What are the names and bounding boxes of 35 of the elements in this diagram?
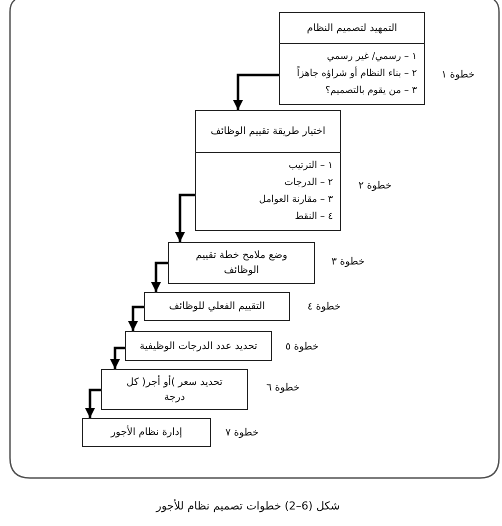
box-label: تحديد سعر )أو أجر( كل درجة <box>125 374 224 404</box>
process-box <box>82 418 211 447</box>
list-item: ٢ – الدرجات <box>284 176 333 190</box>
step-label: خطوة ٧ <box>225 428 259 438</box>
list-item: ٣ – من يقوم بالتصميم؟ <box>325 84 417 98</box>
arrow <box>233 74 279 110</box>
list-item: ١ – رسمي/ غير رسمي <box>326 50 417 64</box>
step-label: خطوة ٦ <box>266 382 300 394</box>
box-label: تحديد عدد الدرجات الوظيفية <box>140 340 258 354</box>
step-label: خطوة ٤ <box>307 302 341 312</box>
box-label: إدارة نظام الأجور <box>110 425 182 440</box>
arrow <box>110 346 125 369</box>
list-item: ٤ – النقط <box>294 210 333 224</box>
arrow <box>85 388 101 418</box>
list-item: ٣ – مقارنة العوامل <box>259 194 333 206</box>
arrow <box>175 194 195 242</box>
arrow <box>128 306 144 331</box>
process-box <box>144 292 290 321</box>
arrow <box>151 262 168 292</box>
step-label: خطوة ٣ <box>331 256 365 268</box>
process-box <box>101 369 248 410</box>
box-heading: التمهيد لتصميم النظام <box>306 22 398 36</box>
step-label: خطوة ٥ <box>285 342 319 352</box>
list-item: ١ – الترتيب <box>288 160 333 172</box>
box-label: وضع ملامح خطة تقييم الوظائف <box>194 249 288 278</box>
process-box <box>195 110 341 231</box>
box-label: التقييم الفعلي للوظائف <box>169 300 265 314</box>
step-label: خطوة ٢ <box>358 180 392 192</box>
figure-caption: شكل (6–2) خطوات تصميم نظام للأجور <box>156 500 340 512</box>
process-box <box>168 242 315 284</box>
box-heading: اختيار طريقة تقييم الوظائف <box>210 125 326 139</box>
list-item: ٢ – بناء النظام أو شراؤه جاهزاً <box>296 68 417 80</box>
process-box <box>125 331 272 361</box>
step-label: خطوة ١ <box>441 70 475 80</box>
process-box <box>279 12 425 105</box>
